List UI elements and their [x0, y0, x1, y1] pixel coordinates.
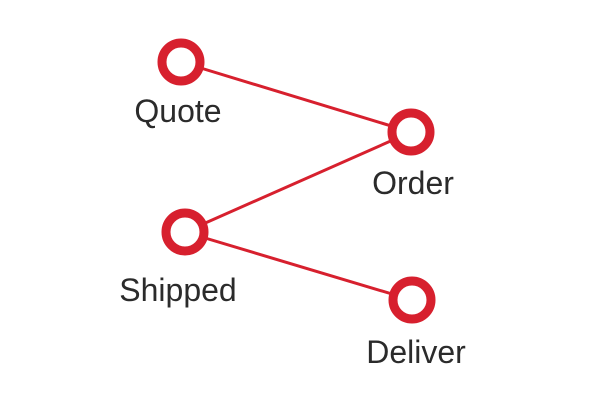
step-order-label: Order	[372, 165, 454, 201]
step-deliver-ring-icon	[388, 276, 436, 324]
step-order: Order	[372, 108, 454, 201]
connector-shipped-deliver	[183, 230, 414, 302]
step-quote-ring-icon	[157, 38, 205, 86]
step-quote: Quote	[134, 38, 222, 129]
step-order-ring-icon	[387, 108, 435, 156]
step-deliver: Deliver	[366, 276, 466, 370]
step-deliver-label: Deliver	[366, 334, 466, 370]
connector-quote-order	[179, 60, 413, 134]
step-shipped: Shipped	[119, 208, 237, 308]
step-quote-label: Quote	[134, 93, 221, 129]
step-shipped-label: Shipped	[119, 272, 236, 308]
connector-order-shipped	[183, 130, 413, 234]
step-shipped-ring-icon	[161, 208, 209, 256]
